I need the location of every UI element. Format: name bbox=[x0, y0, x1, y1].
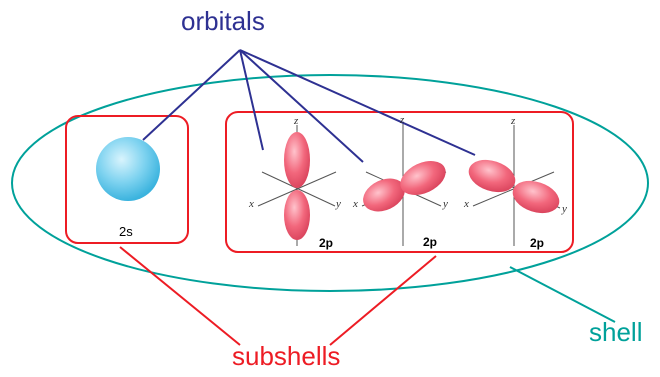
shell-leader-line bbox=[509, 266, 616, 323]
p-orbital-label-1: 2p bbox=[319, 236, 334, 250]
s-subshell-box bbox=[65, 115, 189, 244]
p-subshell-box bbox=[225, 111, 574, 253]
p-orbital-y bbox=[468, 125, 561, 246]
axis-z-label: z bbox=[294, 115, 299, 127]
axis-y-label: y bbox=[336, 198, 341, 210]
p-orbital-x bbox=[361, 123, 447, 246]
subshells-label: subshells bbox=[232, 341, 341, 371]
axis-z-label: z bbox=[400, 114, 405, 126]
p-orbital-z bbox=[257, 125, 337, 246]
orbitals-label: orbitals bbox=[181, 6, 265, 36]
p-orbital-label-3: 2p bbox=[530, 236, 545, 250]
axis-x-label: x bbox=[353, 198, 358, 210]
shell-label: shell bbox=[589, 317, 643, 347]
s-orbital-label: 2s bbox=[119, 224, 133, 239]
orbitals-leader-lines bbox=[142, 49, 476, 163]
axis-x-label: x bbox=[464, 198, 469, 210]
axis-x-label: x bbox=[249, 198, 254, 210]
subshells-leader-lines bbox=[119, 246, 437, 346]
axis-z-label: z bbox=[511, 115, 516, 127]
axis-y-label: y bbox=[443, 198, 448, 210]
axis-y-label: y bbox=[562, 203, 567, 215]
p-orbital-label-2: 2p bbox=[423, 235, 438, 249]
shell-ellipse bbox=[11, 74, 649, 292]
s-orbital-sphere bbox=[96, 137, 160, 201]
